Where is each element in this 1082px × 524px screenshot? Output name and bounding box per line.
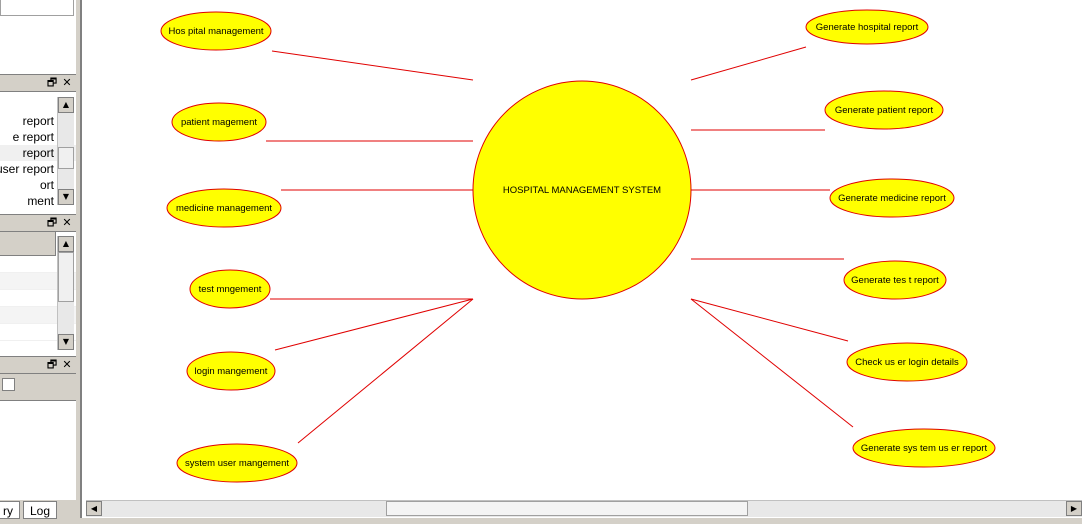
node-ellipse[interactable] — [176, 443, 298, 483]
diagram-svg: HOSPITAL MANAGEMENT SYSTEM Hos pital man… — [160, 9, 996, 483]
close-icon[interactable]: ✕ — [62, 358, 72, 371]
left-node-5[interactable]: system user mangement — [176, 443, 298, 483]
center-system-label: HOSPITAL MANAGEMENT SYSTEM — [503, 185, 661, 196]
node-label: test mngement — [199, 284, 262, 295]
scroll-left-icon[interactable]: ◀ — [86, 501, 102, 516]
report-list-scrollbar[interactable]: ▲ ▼ — [57, 97, 74, 205]
scroll-down-icon[interactable]: ▼ — [58, 189, 74, 205]
node-label: Generate tes t report — [851, 275, 939, 286]
diagram-canvas[interactable]: HOSPITAL MANAGEMENT SYSTEM Hos pital man… — [80, 0, 1082, 520]
node-ellipse[interactable] — [186, 351, 276, 391]
node-ellipse[interactable] — [189, 269, 271, 309]
top-input-box[interactable] — [0, 0, 74, 16]
center-system-node[interactable]: HOSPITAL MANAGEMENT SYSTEM — [472, 80, 692, 300]
restore-icon[interactable]: 🗗 — [46, 216, 58, 229]
close-icon[interactable]: ✕ — [62, 216, 72, 229]
right-node-2[interactable]: Generate medicine report — [829, 178, 955, 218]
left-node-1[interactable]: patient magement — [171, 102, 267, 142]
link-left-0[interactable] — [271, 50, 474, 81]
table-row[interactable] — [0, 256, 76, 273]
node-label: login mangement — [195, 366, 268, 377]
node-ellipse[interactable] — [171, 102, 267, 142]
link-left-5[interactable] — [297, 298, 474, 444]
node-ellipse[interactable] — [852, 428, 996, 468]
options-panel — [0, 374, 76, 401]
node-ellipse[interactable] — [166, 188, 282, 228]
left-node-0[interactable]: Hos pital management — [160, 11, 272, 51]
node-ellipse[interactable] — [805, 9, 929, 45]
left-dock-panel: 🗗 ✕ report e report report user report o… — [0, 0, 76, 524]
table-row[interactable] — [0, 324, 76, 341]
close-icon[interactable]: ✕ — [62, 76, 72, 89]
node-ellipse[interactable] — [824, 90, 944, 130]
node-label: Generate medicine report — [838, 193, 946, 204]
properties-scrollbar[interactable]: ▲ ▼ — [57, 236, 74, 350]
right-node-0[interactable]: Generate hospital report — [805, 9, 929, 45]
scroll-thumb[interactable] — [58, 252, 74, 302]
right-node-3[interactable]: Generate tes t report — [843, 260, 947, 300]
center-system-circle[interactable] — [472, 80, 692, 300]
right-node-5[interactable]: Generate sys tem us er report — [852, 428, 996, 468]
scroll-up-icon[interactable]: ▲ — [58, 236, 74, 252]
link-right-4[interactable] — [690, 298, 849, 342]
link-right-0[interactable] — [690, 46, 807, 81]
node-label: Generate hospital report — [816, 22, 919, 33]
right-node-1[interactable]: Generate patient report — [824, 90, 944, 130]
node-label: Hos pital management — [168, 26, 263, 37]
list-item[interactable]: ort — [39, 178, 54, 192]
tab-log[interactable]: Log — [23, 501, 58, 519]
node-ellipse[interactable] — [829, 178, 955, 218]
node-label: Generate sys tem us er report — [861, 443, 988, 454]
grid-header — [0, 232, 56, 256]
link-left-4[interactable] — [274, 298, 474, 351]
properties-panel-header: 🗗 ✕ — [0, 214, 76, 232]
top-panel-area — [0, 16, 76, 72]
scroll-right-icon[interactable]: ▶ — [1066, 501, 1082, 516]
properties-grid: ▲ ▼ — [0, 232, 76, 352]
node-ellipse[interactable] — [160, 11, 272, 51]
list-item[interactable]: report — [22, 114, 54, 128]
canvas-horizontal-scrollbar[interactable]: ◀ ▶ — [86, 500, 1082, 517]
restore-icon[interactable]: 🗗 — [46, 76, 58, 89]
left-node-3[interactable]: test mngement — [189, 269, 271, 309]
restore-icon[interactable]: 🗗 — [46, 358, 58, 371]
status-strip — [80, 518, 1082, 524]
node-label: medicine management — [176, 203, 272, 214]
scroll-thumb[interactable] — [58, 147, 74, 169]
scroll-up-icon[interactable]: ▲ — [58, 97, 74, 113]
node-label: Generate patient report — [835, 105, 934, 116]
link-right-5[interactable] — [690, 298, 854, 428]
scroll-down-icon[interactable]: ▼ — [58, 334, 74, 350]
bottom-tabs: ry Log — [0, 500, 76, 524]
node-ellipse[interactable] — [846, 342, 968, 382]
list-item[interactable]: e report — [12, 130, 54, 144]
options-panel-body — [0, 401, 76, 500]
options-panel-header: 🗗 ✕ — [0, 356, 76, 374]
list-item[interactable]: user report — [0, 162, 54, 176]
node-label: patient magement — [181, 117, 257, 128]
node-label: system user mangement — [185, 458, 289, 469]
left-node-4[interactable]: login mangement — [186, 351, 276, 391]
report-panel-header: 🗗 ✕ — [0, 74, 76, 92]
scroll-thumb[interactable] — [386, 501, 748, 516]
node-label: Check us er login details — [855, 357, 959, 368]
right-node-4[interactable]: Check us er login details — [846, 342, 968, 382]
node-ellipse[interactable] — [843, 260, 947, 300]
tab-history[interactable]: ry — [0, 501, 20, 519]
table-row[interactable] — [0, 290, 76, 307]
list-item[interactable]: ment — [27, 194, 54, 208]
report-list: report e report report user report ort m… — [0, 92, 76, 210]
left-node-2[interactable]: medicine management — [166, 188, 282, 228]
option-checkbox[interactable] — [2, 378, 15, 391]
